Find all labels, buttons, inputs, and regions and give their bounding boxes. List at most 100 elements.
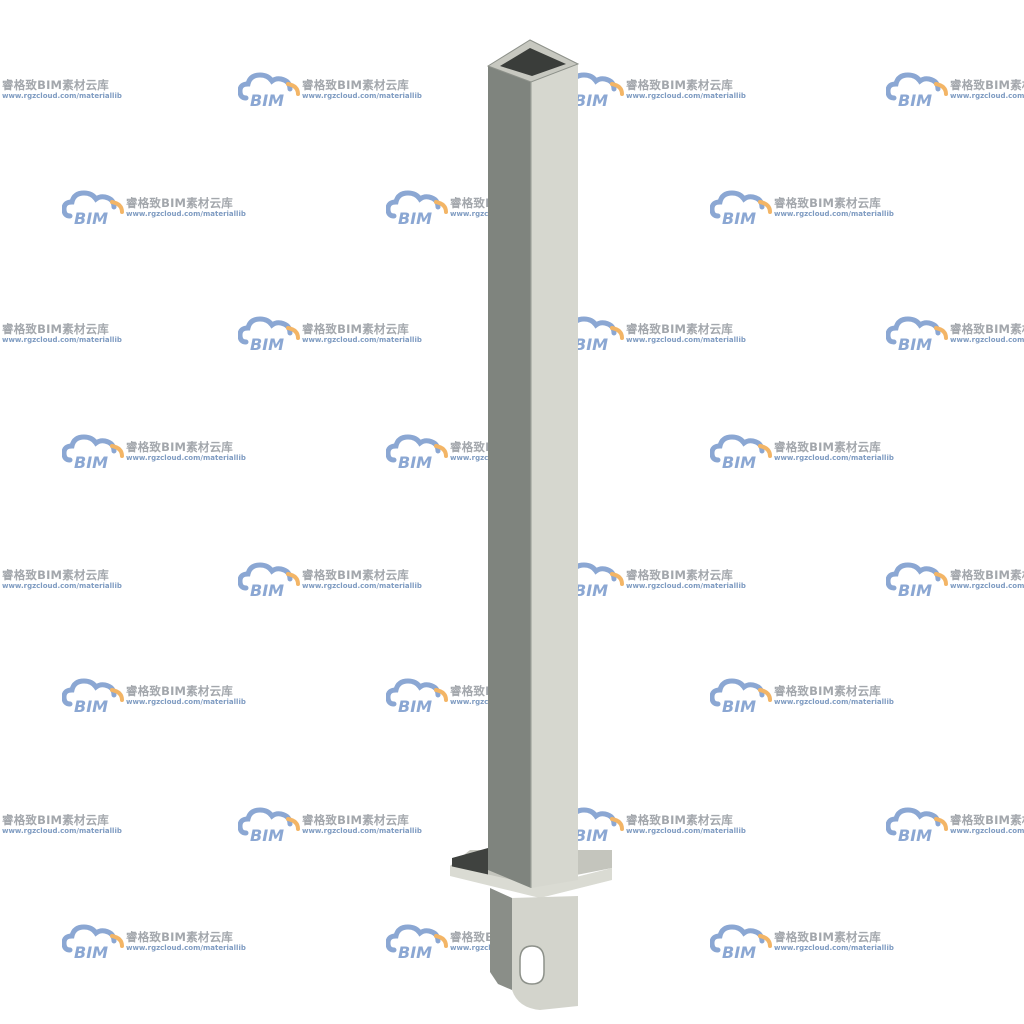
bim-logo-text: BIM [898, 335, 932, 354]
bim-logo-text: BIM [898, 826, 932, 845]
watermark-url: www.rgzcloud.com/materiallib [950, 582, 1024, 590]
watermark-url: www.rgzcloud.com/materiallib [774, 210, 894, 218]
bim-logo-text: BIM [574, 581, 608, 600]
bim-cloud-logo-icon: BIM [386, 190, 448, 228]
watermark-tile: BIM睿格致BIM素材云库www.rgzcloud.com/materialli… [0, 560, 138, 600]
watermark-url: www.rgzcloud.com/materiallib [2, 582, 122, 590]
watermark-url: www.rgzcloud.com/materiallib [2, 336, 122, 344]
watermark-url: www.rgzcloud.com/materiallib [302, 582, 422, 590]
watermark-tile: BIM 睿格致BIM素材云库www.rgzcloud.com/materialli… [886, 314, 1024, 354]
bim-logo-text: BIM [398, 209, 432, 228]
bim-logo-text: BIM [398, 943, 432, 962]
watermark-url: www.rgzcloud.com/materiallib [126, 210, 246, 218]
watermark-url: www.rgzcloud.com/materiallib [626, 827, 746, 835]
watermark-title: 睿格致BIM素材云库 [950, 568, 1024, 582]
watermark-title: 睿格致BIM素材云库 [950, 78, 1024, 92]
watermark-title: 睿格致BIM素材云库 [626, 568, 733, 582]
bim-cloud-logo-icon: BIM [62, 434, 124, 472]
bim-cloud-logo-icon: BIM [710, 434, 772, 472]
bim-cloud-logo-icon: BIM [62, 924, 124, 962]
bim-logo-text: BIM [250, 826, 284, 845]
watermark-title: 睿格致BIM素材云库 [126, 440, 233, 454]
bim-cloud-logo-icon: BIM [238, 562, 300, 600]
watermark-title: 睿格致BIM素材云库 [950, 322, 1024, 336]
watermark-tile: BIM睿格致BIM素材云库www.rgzcloud.com/materialli… [0, 314, 138, 354]
bim-logo-text: BIM [398, 697, 432, 716]
watermark-title: 睿格致BIM素材云库 [2, 813, 109, 827]
bim-logo-text: BIM [74, 453, 108, 472]
watermark-url: www.rgzcloud.com/materiallib [774, 944, 894, 952]
bim-cloud-logo-icon: BIM [886, 316, 948, 354]
bim-cloud-logo-icon: BIM [238, 807, 300, 845]
watermark-url: www.rgzcloud.com/materiallib [950, 827, 1024, 835]
bim-logo-text: BIM [722, 943, 756, 962]
watermark-title: 睿格致BIM素材云库 [774, 684, 881, 698]
watermark-url: www.rgzcloud.com/materiallib [950, 336, 1024, 344]
bim-cloud-logo-icon: BIM [886, 72, 948, 110]
bim-logo-text: BIM [74, 209, 108, 228]
post-right-face [531, 64, 578, 888]
post-top-hole [500, 48, 566, 76]
watermark-url: www.rgzcloud.com/materiallib [2, 827, 122, 835]
watermark-url: www.rgzcloud.com/materiallib [126, 454, 246, 462]
watermark-url: www.rgzcloud.com/materiallib [302, 92, 422, 100]
watermark-url: www.rgzcloud.com/materiallib [626, 582, 746, 590]
watermark-title: 睿格致BIM素材云库 [626, 78, 733, 92]
bim-logo-text: BIM [74, 943, 108, 962]
watermark-url: www.rgzcloud.com/materiallib [126, 944, 246, 952]
watermark-title: 睿格致BIM素材云库 [626, 322, 733, 336]
bim-logo-text: BIM [898, 581, 932, 600]
bim-logo-text: BIM [574, 826, 608, 845]
watermark-tile: BIM睿格致BIM素材云库www.rgzcloud.com/materialli… [886, 70, 1024, 110]
watermark-url: www.rgzcloud.com/materiallib [774, 454, 894, 462]
bim-cloud-logo-icon: BIM [886, 562, 948, 600]
bim-cloud-logo-icon: BIM [386, 434, 448, 472]
bim-cloud-logo-icon: BIM [710, 190, 772, 228]
watermark-url: www.rgzcloud.com/materiallib [126, 698, 246, 706]
bim-logo-text: BIM [398, 453, 432, 472]
bim-cloud-logo-icon: BIM [386, 678, 448, 716]
lower-tab-hole [519, 945, 545, 985]
bim-cloud-logo-icon: BIM [886, 807, 948, 845]
watermark-title: 睿格致BIM素材云库 [774, 196, 881, 210]
bim-logo-text: BIM [722, 453, 756, 472]
watermark-url: www.rgzcloud.com/materiallib [950, 92, 1024, 100]
bim-cloud-logo-icon: BIM [386, 924, 448, 962]
watermark-url: www.rgzcloud.com/materiallib [626, 336, 746, 344]
watermark-tile: BIM睿格致BIM素材云库www.rgzcloud.com/materialli… [0, 70, 138, 110]
bim-cloud-logo-icon: BIM [710, 924, 772, 962]
watermark-title: 睿格致BIM素材云库 [626, 813, 733, 827]
watermark-title: 睿格致BIM素材云库 [774, 930, 881, 944]
watermark-title: 睿格致BIM素材云库 [2, 322, 109, 336]
bim-logo-text: BIM [722, 209, 756, 228]
watermark-title: 睿格致BIM素材云库 [126, 930, 233, 944]
watermark-title: 睿格致BIM素材云库 [950, 813, 1024, 827]
base-plate-front [450, 866, 612, 898]
watermark-tile: BIM 睿格致BIM素材云库www.rgzcloud.com/materialli… [886, 805, 1024, 845]
bim-logo-text: BIM [74, 697, 108, 716]
post-left-face [488, 66, 531, 888]
watermark-tile: BIM睿格致BIM素材云库www.rgzcloud.com/materialli… [0, 805, 138, 845]
watermark-title: 睿格致BIM素材云库 [2, 568, 109, 582]
bim-cloud-logo-icon: BIM [62, 190, 124, 228]
watermark-title: 睿格致BIM素材云库 [302, 78, 409, 92]
bim-logo-text: BIM [250, 581, 284, 600]
watermark-title: 睿格致BIM素材云库 [302, 322, 409, 336]
bim-cloud-logo-icon: BIM [62, 678, 124, 716]
watermark-title: 睿格致BIM素材云库 [302, 813, 409, 827]
bim-logo-text: BIM [574, 335, 608, 354]
